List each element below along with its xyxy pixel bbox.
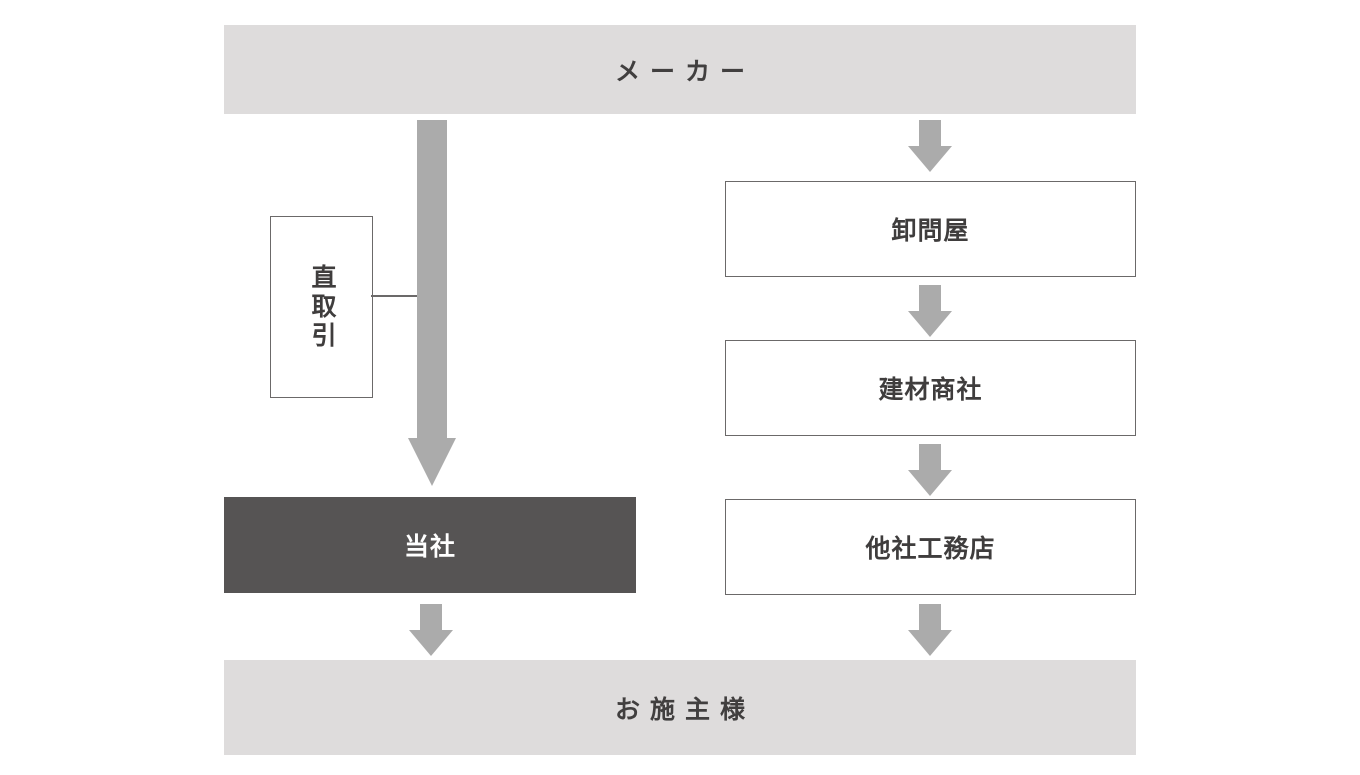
arrow-head <box>908 146 952 172</box>
box-other-construction-company: 他社工務店 <box>725 499 1136 595</box>
banner-client-label: お施主様 <box>614 695 755 724</box>
arrow-head <box>908 311 952 337</box>
connector-line-direct-trade <box>371 295 421 297</box>
banner-manufacturer: メーカー <box>224 25 1136 114</box>
box-our-company-label: 当社 <box>403 533 456 561</box>
arrow-stem <box>919 444 941 470</box>
box-building-material-trading-company-label: 建材商社 <box>878 376 983 404</box>
callout-box-direct-trade: 直取引 <box>270 216 373 398</box>
banner-manufacturer-label: メーカー <box>614 57 755 86</box>
arrow-stem <box>919 120 941 146</box>
arrow-head <box>908 630 952 656</box>
box-wholesaler-label: 卸問屋 <box>891 217 970 245</box>
arrow-head <box>408 438 456 486</box>
banner-client: お施主様 <box>224 660 1136 755</box>
arrow-stem <box>919 604 941 630</box>
arrow-head <box>409 630 453 656</box>
arrow-head <box>908 470 952 496</box>
arrow-stem <box>420 604 442 630</box>
box-building-material-trading-company: 建材商社 <box>725 340 1136 436</box>
callout-label-direct-trade: 直取引 <box>308 263 336 351</box>
arrow-stem <box>919 285 941 311</box>
box-wholesaler: 卸問屋 <box>725 181 1136 277</box>
arrow-stem <box>417 120 447 438</box>
box-our-company: 当社 <box>224 497 636 593</box>
box-other-construction-company-label: 他社工務店 <box>865 535 996 563</box>
